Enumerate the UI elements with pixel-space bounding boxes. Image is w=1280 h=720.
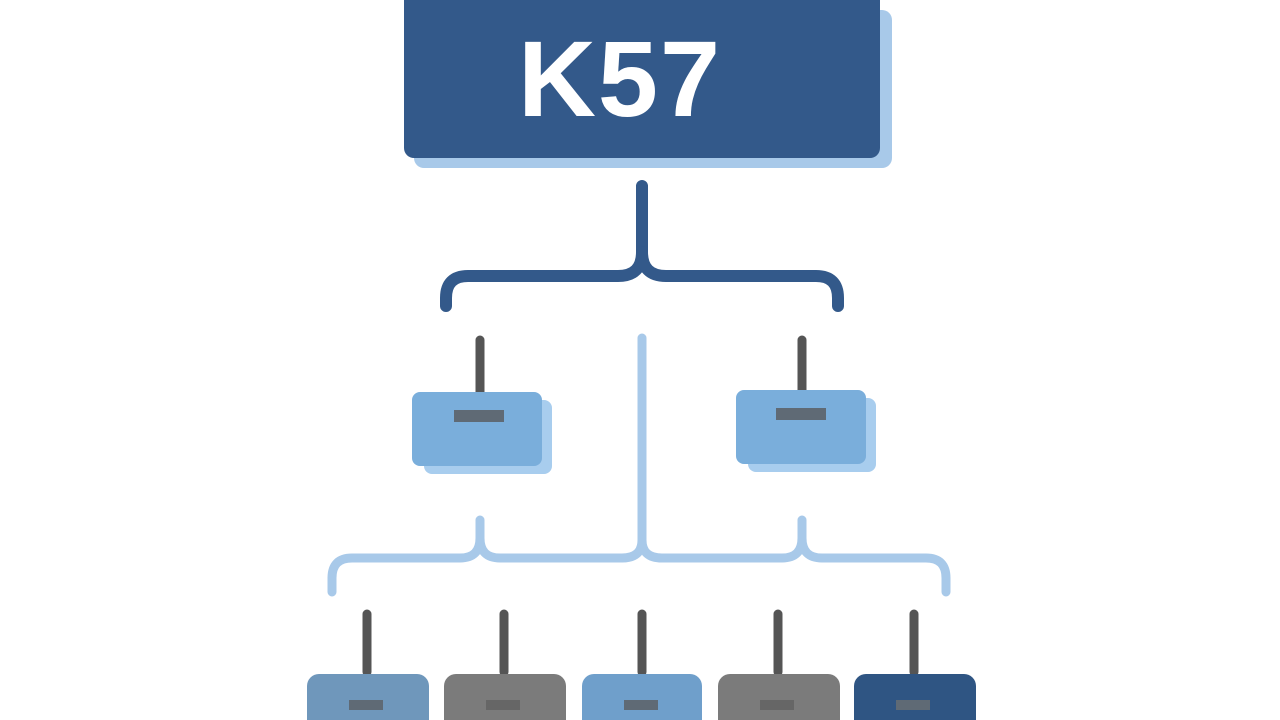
device-body	[718, 674, 840, 720]
level2-device-3	[582, 609, 702, 720]
level-connector	[327, 333, 951, 597]
branch-left-center	[475, 533, 647, 563]
root-connector-left	[440, 180, 648, 312]
level1-device-right	[736, 335, 876, 472]
level2-device-2	[444, 609, 566, 720]
level1-device-left	[412, 335, 552, 474]
device-body	[307, 674, 429, 720]
root-node-box	[404, 0, 880, 158]
device-body	[854, 674, 976, 720]
device-slot	[454, 410, 504, 422]
device-slot	[776, 408, 826, 420]
device-slot	[760, 700, 794, 710]
device-body	[736, 390, 866, 464]
device-body	[412, 392, 542, 466]
root-connector-right	[636, 246, 844, 312]
root-node: K57	[404, 0, 892, 168]
branch-right	[797, 533, 951, 597]
device-slot	[349, 700, 383, 710]
device-body	[582, 674, 702, 720]
device-slot	[896, 700, 930, 710]
device-slot	[486, 700, 520, 710]
root-connector	[440, 180, 844, 312]
level2-device-5	[854, 609, 976, 720]
level2-device-4	[718, 609, 840, 720]
device-slot	[624, 700, 658, 710]
level2-device-1	[307, 609, 429, 720]
branch-left	[327, 515, 485, 597]
root-node-label: K57	[518, 18, 722, 139]
branch-right-center	[637, 515, 807, 563]
device-body	[444, 674, 566, 720]
